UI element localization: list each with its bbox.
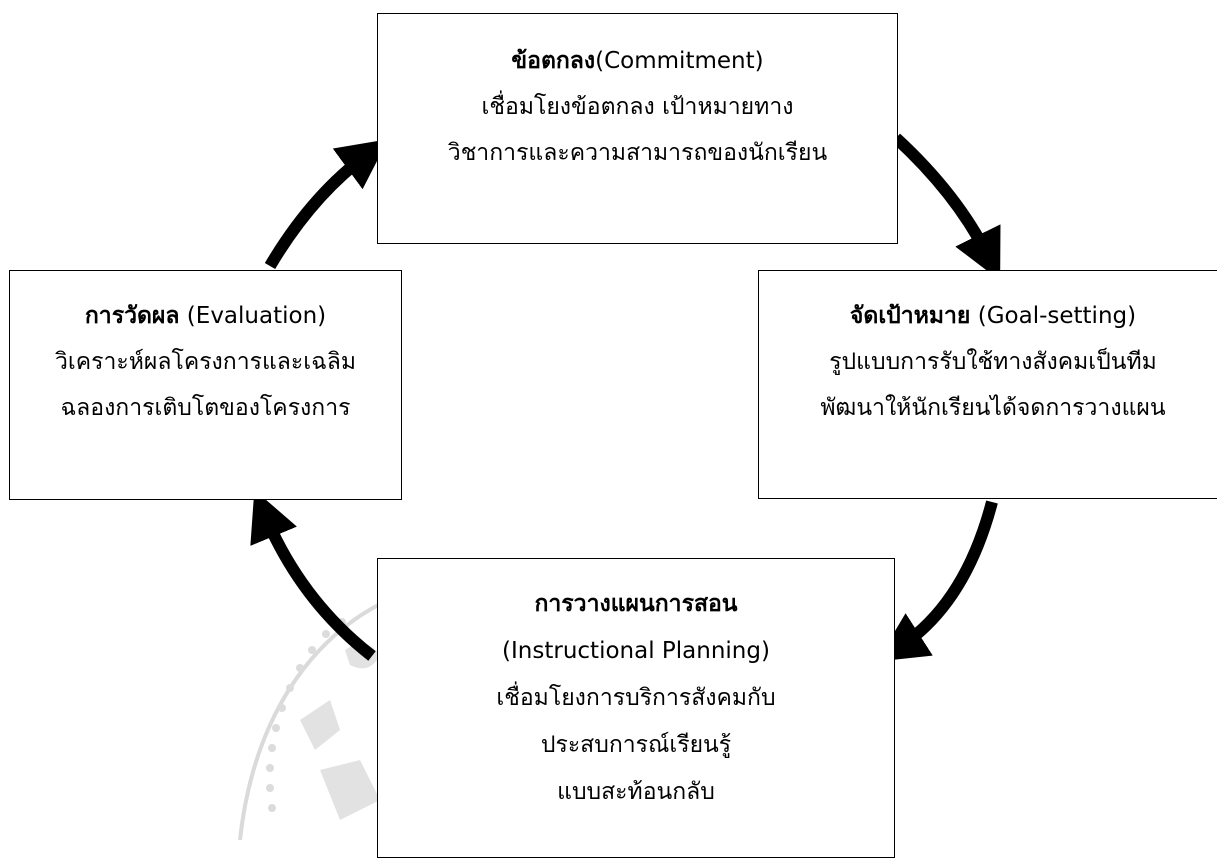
node-text-line: รูปแบบการรับใช้ทางสังคมเป็นทีม (829, 349, 1157, 375)
node-title-th: การวัดผล (84, 303, 180, 329)
node-title-th: การวางแผนการสอน (378, 581, 894, 628)
node-title-en: (Instructional Planning) (502, 638, 770, 664)
node-text-line: ประสบการณ์เรียนรู้ (540, 732, 732, 758)
node-text-line: แบบสะท้อนกลับ (557, 779, 715, 805)
node-title: การวัดผล (Evaluation) (10, 293, 401, 339)
node-text-line: ฉลองการเติบโตของโครงการ (60, 395, 351, 421)
node-title: ข้อตกลง(Commitment) (378, 38, 897, 84)
node-title-th: ข้อตกลง (511, 48, 596, 74)
arrow-commitment-to-goal-setting (891, 133, 1001, 281)
node-title-en: (Goal-setting) (970, 303, 1137, 329)
node-text-line: เชื่อมโยงข้อตกลง เป้าหมายทาง (481, 94, 794, 120)
node-instructional-planning: การวางแผนการสอน (Instructional Planning)… (377, 558, 895, 858)
arrow-goal-setting-to-planning (876, 500, 998, 662)
cycle-arrows (250, 133, 1001, 662)
arrow-planning-to-evaluation (250, 489, 376, 661)
node-title-th: จัดเป้าหมาย (849, 303, 971, 329)
node-title-th-text: การวางแผนการสอน (534, 591, 738, 617)
arrow-evaluation-to-commitment (264, 139, 389, 270)
node-title-en: (Evaluation) (179, 303, 327, 329)
node-title: จัดเป้าหมาย (Goal-setting) (759, 293, 1217, 339)
node-title-en: (Commitment) (595, 48, 764, 74)
node-text-line: เชื่อมโยงการบริการสังคมกับ (496, 685, 776, 711)
node-text-line: วิชาการและความสามารถของนักเรียน (447, 140, 828, 166)
node-goal-setting: จัดเป้าหมาย (Goal-setting) รูปแบบการรับใ… (758, 270, 1217, 499)
node-text-line: พัฒนาให้นักเรียนได้จดการวางแผน (820, 395, 1166, 421)
node-text-line: วิเคราะห์ผลโครงการและเฉลิม (54, 349, 357, 375)
node-commitment: ข้อตกลง(Commitment) เชื่อมโยงข้อตกลง เป้… (377, 13, 898, 244)
node-evaluation: การวัดผล (Evaluation) วิเคราะห์ผลโครงการ… (9, 270, 402, 500)
